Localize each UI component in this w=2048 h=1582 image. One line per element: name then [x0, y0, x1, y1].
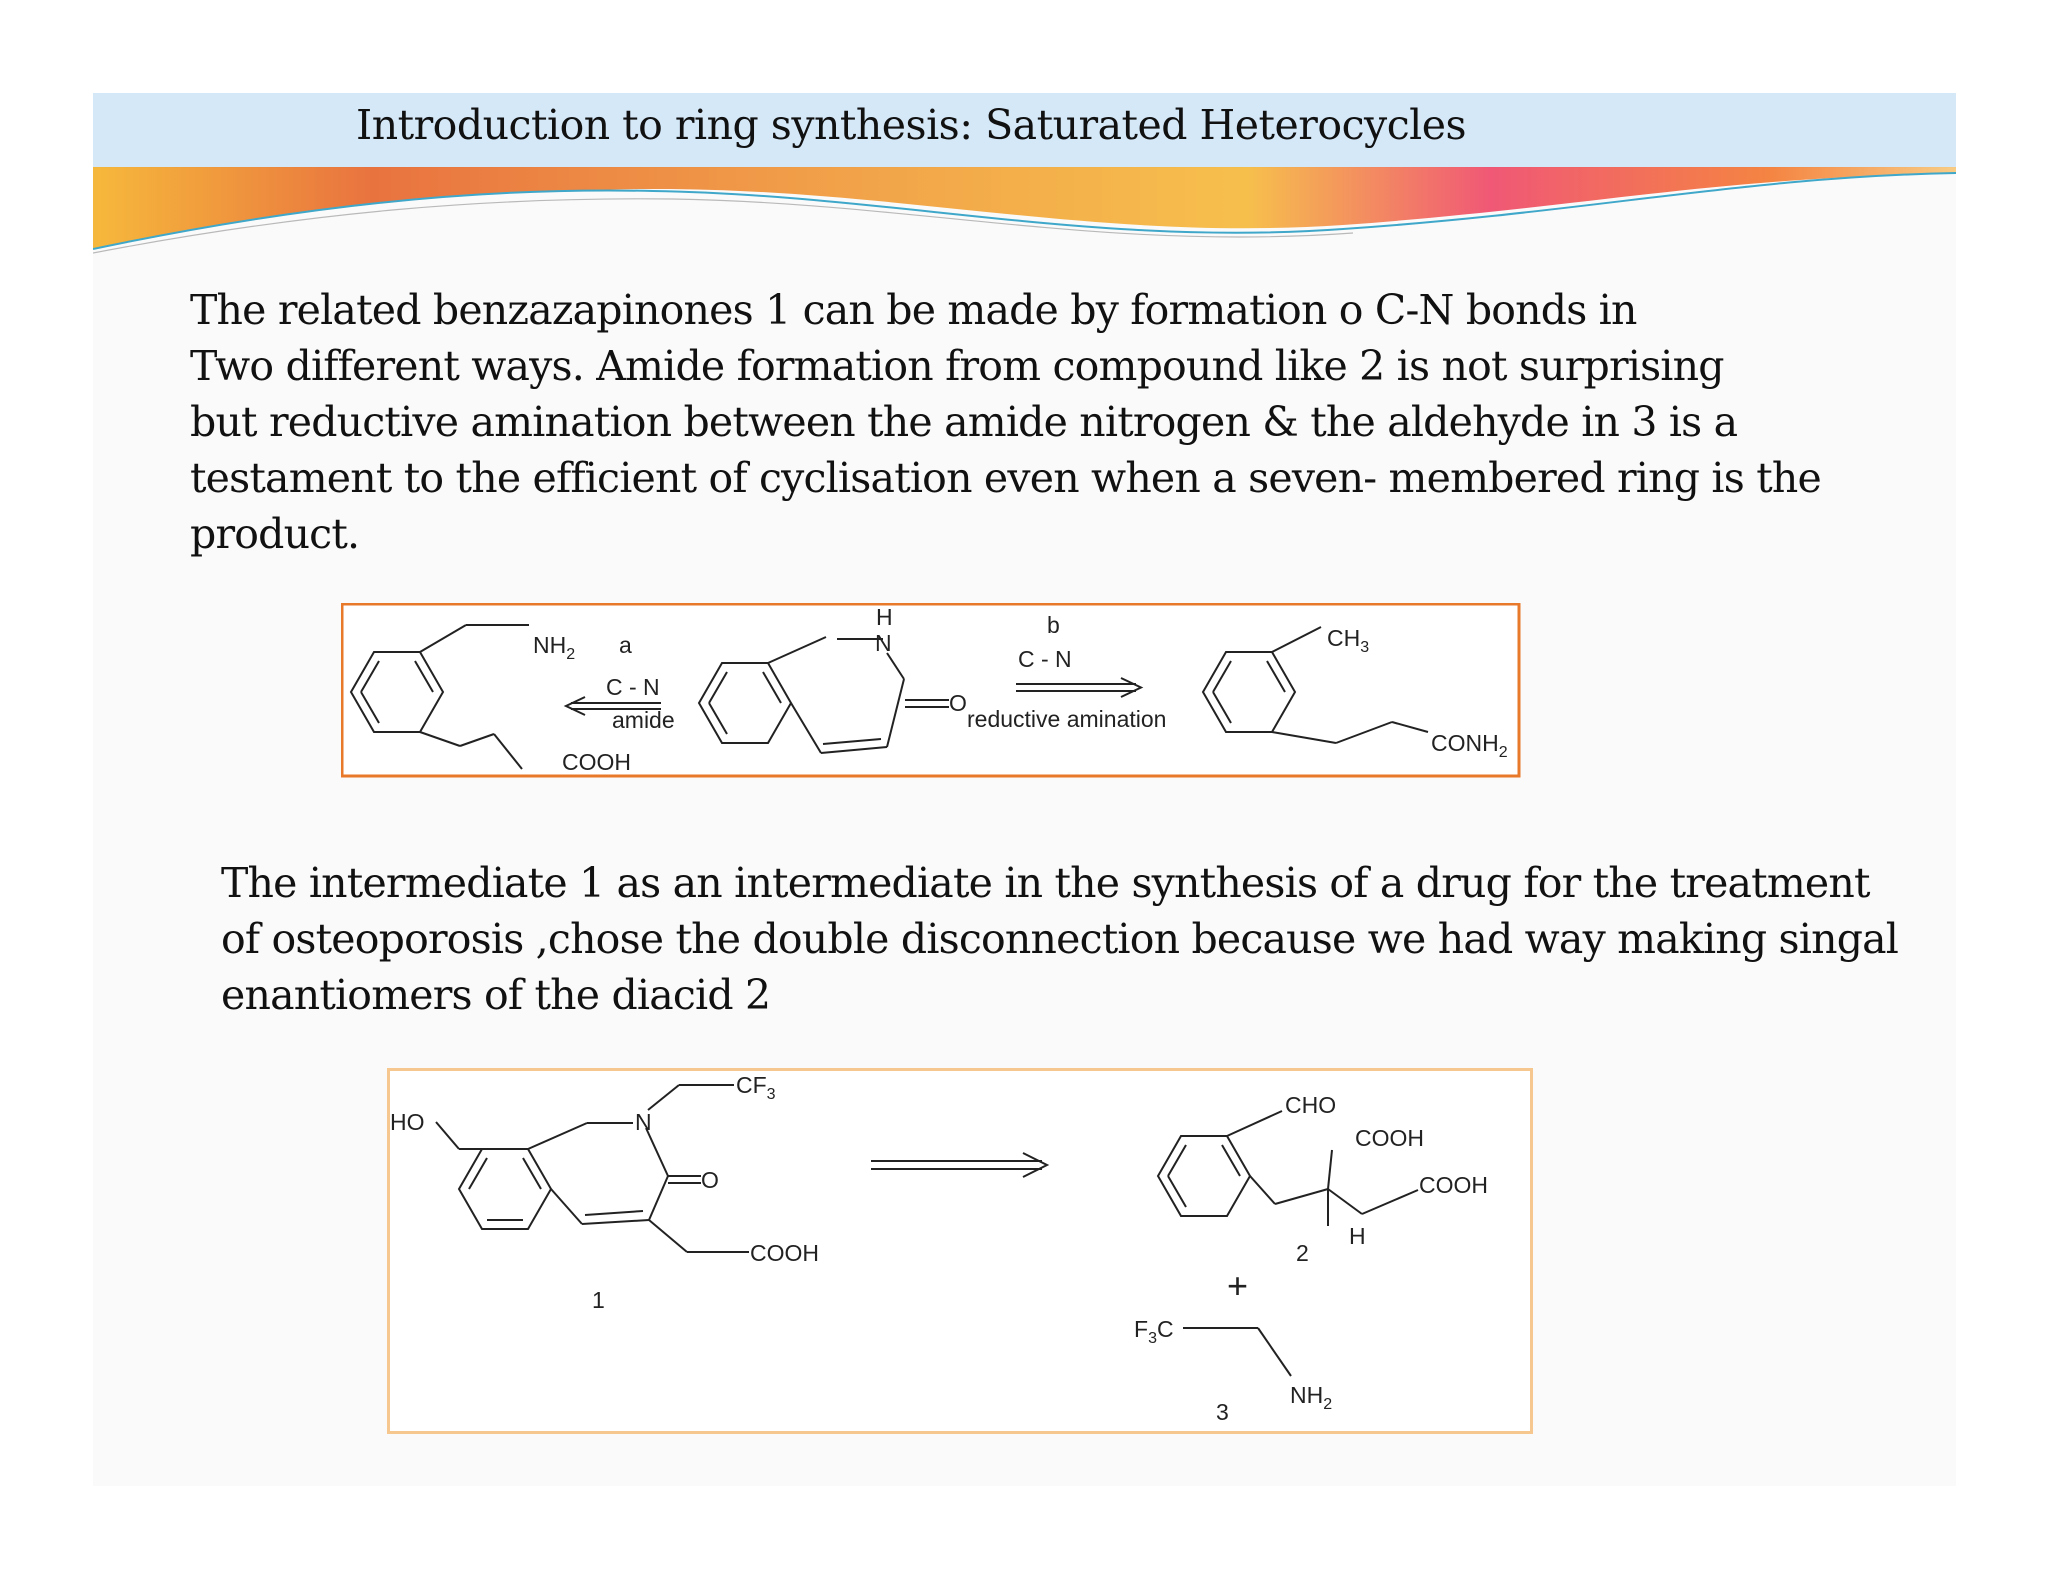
paragraph-1-line-2: Two different ways. Amide formation from…: [190, 342, 1724, 390]
right-amide-label: CONH2: [1431, 730, 1508, 761]
arrow-a-label: a: [619, 632, 632, 658]
center-n-label: N: [875, 630, 892, 656]
retrosynthesis-scheme-1: NH2 COOH a C - N amide H N O b C - N red…: [341, 603, 1521, 778]
target-n-label: N: [635, 1109, 652, 1135]
right-benzene-ring: [1201, 651, 1297, 733]
diacid-cooh-b-label: COOH: [1419, 1172, 1488, 1198]
plus-sign: +: [1227, 1265, 1248, 1306]
scheme-2-frame: [387, 1068, 1533, 1434]
paragraph-2-line-1: The intermediate 1 as an intermediate in…: [221, 859, 1870, 907]
amine-nh2-label: NH2: [1290, 1382, 1332, 1413]
left-acid-label: COOH: [562, 749, 631, 775]
left-amine-label: NH2: [533, 632, 575, 663]
center-h-label: H: [876, 604, 893, 630]
diacid-number-2: 2: [1296, 1240, 1309, 1266]
right-methyl-label: CH3: [1327, 625, 1369, 656]
paragraph-1: The related benzazapinones 1 can be made…: [190, 282, 1822, 562]
diacid-cho-label: CHO: [1285, 1092, 1336, 1118]
arrow-a-bond-label: C - N: [606, 674, 660, 700]
target-number-1: 1: [592, 1287, 605, 1313]
arrow-b-label: b: [1047, 612, 1060, 638]
target-ho-label: HO: [390, 1109, 425, 1135]
paragraph-2: The intermediate 1 as an intermediate in…: [221, 855, 1899, 1023]
diacid-cooh-a-label: COOH: [1355, 1125, 1424, 1151]
paragraph-1-line-1: The related benzazapinones 1 can be made…: [190, 286, 1637, 334]
title-band: Introduction to ring synthesis: Saturate…: [93, 93, 1956, 168]
decorative-wave: [93, 167, 1956, 254]
paragraph-1-line-3: but reductive amination between the amid…: [190, 398, 1738, 446]
amine-number-3: 3: [1216, 1399, 1229, 1425]
target-cf3-label: CF3: [736, 1072, 776, 1103]
center-o-label: O: [949, 690, 967, 716]
paragraph-2-line-2: of osteoporosis ,chose the double discon…: [221, 915, 1899, 963]
paragraph-1-line-5: product.: [190, 510, 360, 558]
diacid-h-label: H: [1349, 1223, 1366, 1249]
retrosynthesis-scheme-2: HO N CF3 O COOH 1 CHO COOH COOH H 2 + F3…: [387, 1068, 1533, 1434]
amine-f3c-label: F3C: [1134, 1316, 1174, 1347]
target-cooh-label: COOH: [750, 1240, 819, 1266]
left-benzene-ring: [349, 651, 445, 733]
arrow-b-type-label: reductive amination: [967, 706, 1166, 732]
arrow-a-type-label: amide: [612, 707, 675, 733]
paragraph-2-line-3: enantiomers of the diacid 2: [221, 971, 771, 1019]
slide-title: Introduction to ring synthesis: Saturate…: [356, 101, 1467, 149]
target-o-label: O: [701, 1167, 719, 1193]
paragraph-1-line-4: testament to the efficient of cyclisatio…: [190, 454, 1822, 502]
scheme-1-frame: [341, 603, 1521, 778]
arrow-b-bond-label: C - N: [1018, 646, 1072, 672]
